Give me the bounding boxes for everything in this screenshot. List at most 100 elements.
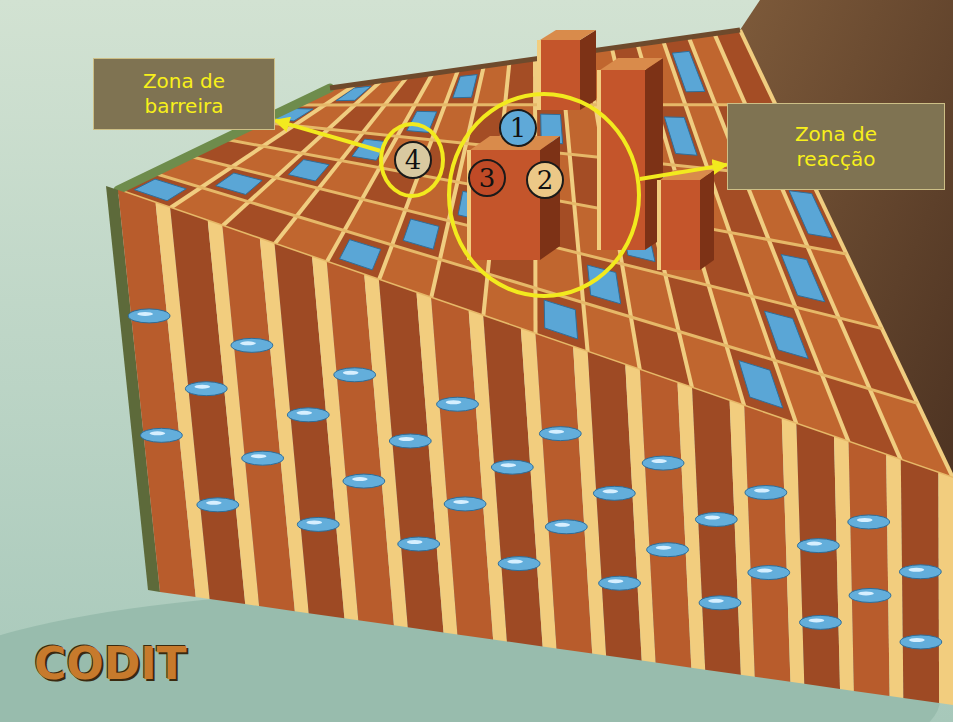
wall-edge (938, 473, 953, 705)
title-text: CODIT (34, 638, 187, 689)
tylosis-plug (334, 368, 376, 382)
tylosis-plug (545, 520, 587, 534)
zone-label-box: Zona de reacção (727, 103, 945, 190)
tylosis-plug (599, 576, 641, 590)
leader-arrow (275, 120, 380, 150)
block-front (660, 180, 700, 270)
callout-number: 4 (405, 147, 422, 173)
plug-highlight (809, 618, 825, 622)
wall-face (901, 460, 939, 703)
plug-highlight (909, 568, 925, 572)
plug-highlight (194, 385, 210, 389)
tylosis-plug (287, 408, 329, 422)
callout-circle: 4 (394, 141, 432, 179)
vessel-tile (340, 240, 381, 270)
block-top (660, 170, 714, 180)
plug-highlight (150, 431, 166, 435)
plug-highlight (708, 599, 724, 603)
raised-block (657, 170, 714, 270)
tylosis-plug (900, 635, 942, 649)
wall-face (796, 424, 840, 689)
leader-arrow (640, 165, 727, 179)
plug-highlight (757, 569, 773, 573)
block-edge (597, 70, 601, 250)
plug-highlight (608, 579, 624, 583)
tylosis-plug (128, 309, 170, 323)
plug-highlight (507, 560, 523, 564)
ring-wall (330, 30, 740, 88)
tylosis-plug (185, 382, 227, 396)
plug-highlight (306, 520, 322, 524)
plug-highlight (296, 411, 312, 415)
zone-ring: 13 2 (447, 92, 641, 298)
tylosis-plug (141, 428, 183, 442)
block-front (470, 150, 540, 260)
tylosis-plug (398, 537, 440, 551)
plug-highlight (909, 638, 925, 642)
tylosis-plug (699, 596, 741, 610)
tylosis-plug (242, 451, 284, 465)
tylosis-plug (800, 615, 842, 629)
block-top (540, 30, 596, 40)
plug-highlight (398, 437, 414, 441)
zone-label: Zona de reacção (760, 122, 912, 172)
block-top (600, 58, 663, 70)
callout-number: 1 (510, 115, 527, 141)
zone-label: Zona de barreira (118, 69, 250, 119)
plug-highlight (500, 463, 516, 467)
plug-highlight (343, 371, 359, 375)
plug-highlight (651, 459, 667, 463)
tylosis-plug (642, 456, 684, 470)
tylosis-plug (849, 588, 891, 602)
block-side (580, 30, 596, 110)
tylosis-plug (297, 517, 339, 531)
tylosis-plug (444, 497, 486, 511)
raised-block (537, 30, 596, 110)
back-edge (330, 30, 740, 88)
tylosis-plug (647, 543, 689, 557)
plug-highlight (251, 454, 267, 458)
tylosis-plug (498, 557, 540, 571)
tylosis-plug (437, 397, 479, 411)
block-front (600, 70, 645, 250)
callout-circle: 2 (526, 161, 564, 199)
plug-highlight (754, 489, 770, 493)
vessel-tile (544, 300, 577, 339)
tylosis-plug (491, 460, 533, 474)
tylosis-plug (389, 434, 431, 448)
tylosis-plug (197, 498, 239, 512)
callout-circle: 3 (468, 159, 506, 197)
plug-highlight (407, 540, 423, 544)
title: CODIT (34, 638, 187, 689)
plug-highlight (602, 489, 618, 493)
callout-circle: 1 (499, 109, 537, 147)
tylosis-plug (695, 512, 737, 526)
plug-highlight (858, 591, 874, 595)
vessel-tile (216, 173, 262, 195)
tylosis-plug (899, 565, 941, 579)
wall-edge (886, 455, 903, 698)
plug-highlight (548, 430, 564, 434)
vessel-tile (588, 265, 621, 304)
tylosis-plug (343, 474, 385, 488)
callout-number: 3 (479, 165, 496, 191)
wall-face (849, 442, 890, 696)
zone-label-box: Zona de barreira (93, 58, 275, 130)
plug-highlight (807, 542, 823, 546)
callout-number: 2 (537, 167, 554, 193)
plug-highlight (206, 501, 222, 505)
cell (808, 247, 882, 329)
tylosis-plug (593, 486, 635, 500)
plug-highlight (240, 341, 256, 345)
raised-block (597, 58, 663, 250)
tylosis-plug (745, 486, 787, 500)
plug-highlight (705, 515, 721, 519)
ring-wall (295, 103, 776, 106)
tylosis-plug (231, 338, 273, 352)
plug-highlight (554, 523, 570, 527)
plug-highlight (137, 312, 153, 316)
block-side (700, 170, 714, 270)
tylosis-plug (539, 427, 581, 441)
